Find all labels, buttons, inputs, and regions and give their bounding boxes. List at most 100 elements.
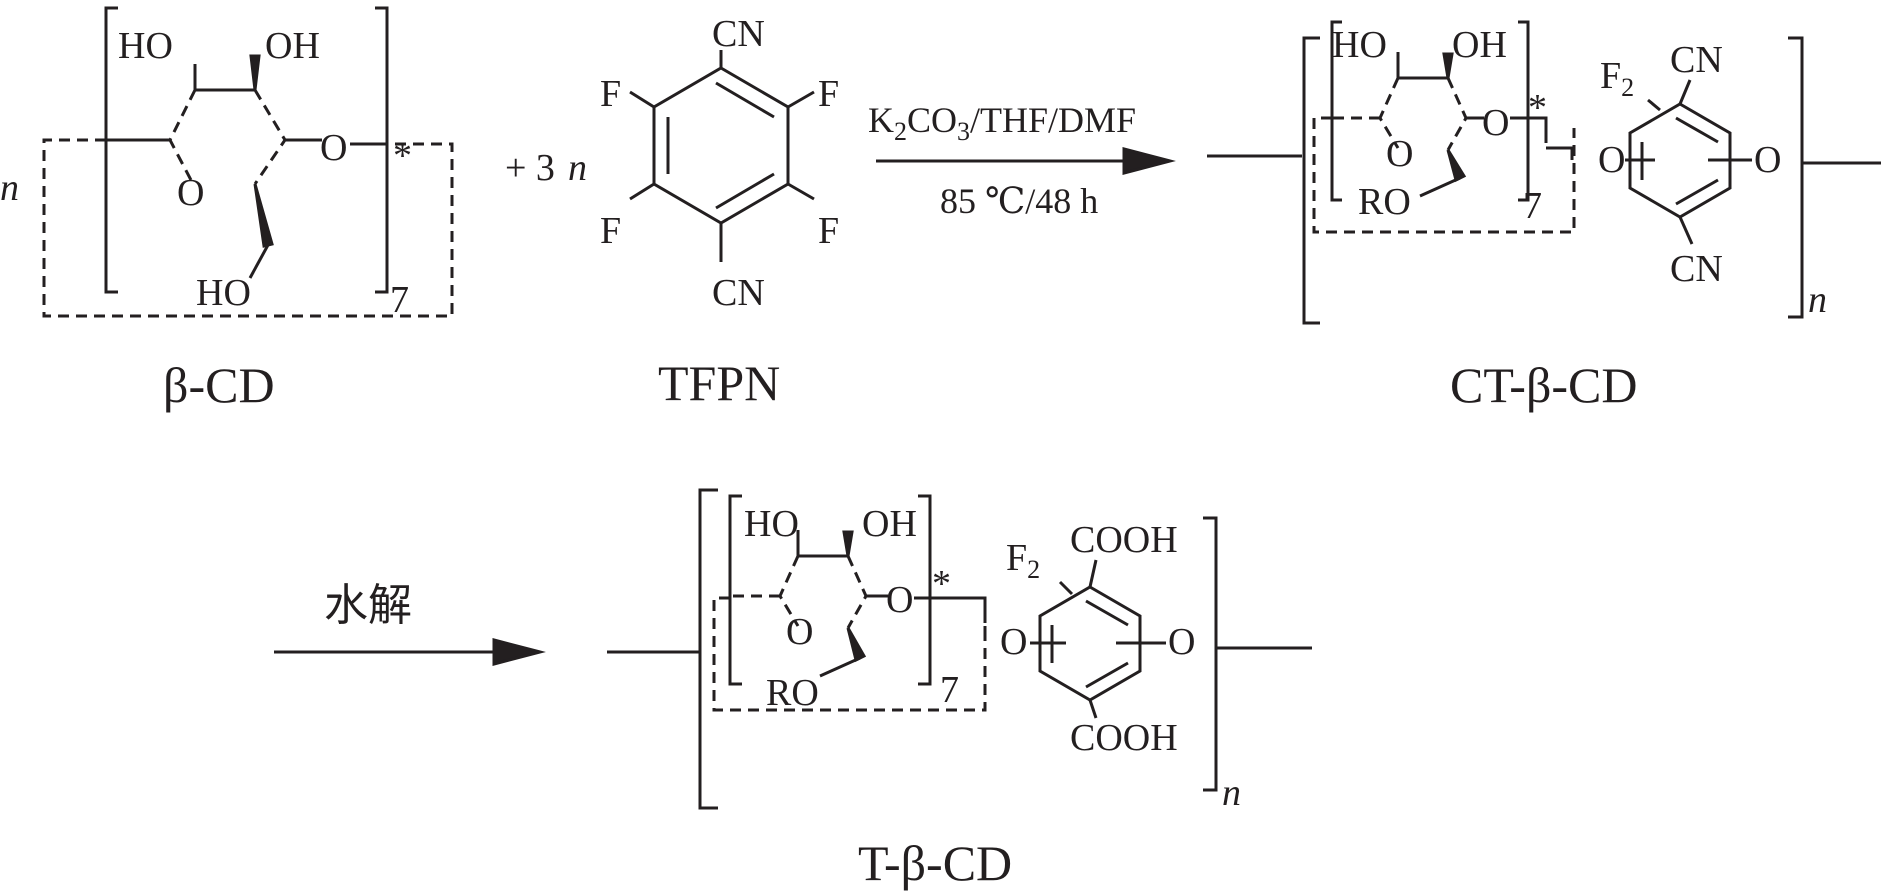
ct-benzene-dbl-1 xyxy=(1675,116,1719,144)
coeff-n: n xyxy=(568,147,587,189)
oh-label-top: OH xyxy=(265,25,320,67)
outer-left-bracket xyxy=(1302,36,1320,325)
t-repeat-7: 7 xyxy=(940,669,959,711)
ring-left-dashed xyxy=(168,89,197,183)
ct-f2-bond xyxy=(1647,98,1661,112)
ct-repeat-n: n xyxy=(1808,279,1827,321)
glycosidic-o-label: O xyxy=(320,127,347,169)
f-bond-2 xyxy=(787,90,815,109)
t-cooh-bottom: COOH xyxy=(1070,717,1178,759)
ct-ro-label: RO xyxy=(1358,181,1411,223)
t-oh-wedge xyxy=(842,530,854,557)
ct-repeat-7: 7 xyxy=(1523,185,1542,227)
t-ro-label: RO xyxy=(766,672,819,714)
t-glyco-o: O xyxy=(886,579,913,621)
f-label-3: F xyxy=(600,210,621,252)
arrow-head-2 xyxy=(492,638,546,666)
t-ch2-bond xyxy=(819,656,861,678)
ch2oh-wedge xyxy=(253,183,274,248)
t-ch2-wedge xyxy=(846,627,867,663)
tfpn-name: TFPN xyxy=(658,355,780,411)
t-oh-label: OH xyxy=(862,503,917,545)
inner-right-bracket xyxy=(1518,20,1530,202)
t-ho-label: HO xyxy=(744,503,799,545)
ct-cn-bond-top xyxy=(1678,79,1692,105)
ho-label-top: HO xyxy=(118,25,173,67)
f-label-1: F xyxy=(600,73,621,115)
reaction-arrow-2: 水解 xyxy=(274,580,546,666)
t-cooh-bond-top xyxy=(1088,559,1098,588)
right-bracket xyxy=(375,6,389,294)
reaction-arrow-1: K2CO3/THF/DMF 85 ℃/48 h xyxy=(868,100,1176,221)
repeat-7-label: 7 xyxy=(390,279,409,321)
dashed-ring-closure xyxy=(42,138,454,318)
ct-cn-bottom: CN xyxy=(1670,248,1723,290)
ct-ring-right xyxy=(1446,77,1468,151)
ct-ho-label: HO xyxy=(1332,24,1387,66)
oh-wedge xyxy=(249,54,261,91)
t-f2-bond xyxy=(1058,580,1074,596)
f-label-4: F xyxy=(818,210,839,252)
ct-cn-top: CN xyxy=(1670,39,1723,81)
ct-ch2-bond xyxy=(1419,176,1461,198)
ct-beta-cd-structure: n 7 * HO OH O O RO O O CN CN xyxy=(1207,20,1881,413)
ct-dashed-closure xyxy=(1312,116,1576,234)
ct-ring-o: O xyxy=(1386,133,1413,175)
t-o-link xyxy=(914,596,987,608)
left-bracket xyxy=(104,6,118,294)
ct-glyco-o: O xyxy=(1482,102,1509,144)
t-ring-right xyxy=(846,555,868,629)
t-benzene-dbl-2 xyxy=(1085,661,1129,689)
t-ring-o: O xyxy=(786,611,813,653)
outer-right-bracket xyxy=(1788,36,1804,319)
t-cooh-bond-bottom xyxy=(1088,699,1098,719)
coeff-plus-3: + 3 xyxy=(505,147,555,189)
benzene-ring xyxy=(652,66,790,225)
t-aryl-o-right: O xyxy=(1168,621,1195,663)
t-inner-left-bracket xyxy=(728,494,742,686)
ct-benzene-dbl-2 xyxy=(1675,178,1719,206)
ring-double-2 xyxy=(715,172,775,210)
f-bond-1 xyxy=(629,90,655,109)
ct-aryl-o-left: O xyxy=(1598,139,1625,181)
ct-ch2-wedge xyxy=(1446,149,1467,183)
t-beta-cd-name: T-β-CD xyxy=(858,835,1012,891)
f-bond-4 xyxy=(787,182,815,201)
ct-aryl-o-right: O xyxy=(1754,139,1781,181)
ring-o-label: O xyxy=(177,172,204,214)
ct-cn-bond-bottom xyxy=(1678,216,1694,245)
t-repeat-n: n xyxy=(1222,772,1241,814)
t-dashed-closure xyxy=(712,596,987,712)
ct-star: * xyxy=(1528,87,1547,129)
hydrolysis-label: 水解 xyxy=(324,580,412,631)
reagent-k: K2CO3/THF/DMF xyxy=(868,100,1136,146)
ct-oh-wedge xyxy=(1442,52,1454,79)
t-cooh-top: COOH xyxy=(1070,519,1178,561)
ct-oh-label: OH xyxy=(1452,24,1507,66)
conditions-temperature-time: 85 ℃/48 h xyxy=(940,181,1098,221)
f-label-2: F xyxy=(818,73,839,115)
beta-cd-name: β-CD xyxy=(163,357,275,413)
cn-label-bottom: CN xyxy=(712,272,765,314)
ct-beta-cd-name: CT-β-CD xyxy=(1450,357,1638,413)
inner-left-bracket xyxy=(1330,20,1342,202)
t-star: * xyxy=(932,563,951,605)
t-outer-left-bracket xyxy=(698,488,718,810)
ct-f2-label: F2 xyxy=(1600,55,1634,102)
f-bond-3 xyxy=(629,182,655,201)
tfpn-structure: CN CN F F F F TFPN xyxy=(600,13,839,411)
ch2oh-bond xyxy=(248,244,270,279)
t-outer-right-bracket xyxy=(1203,516,1218,792)
arrow-head-1 xyxy=(1122,147,1176,175)
t-benzene-dbl-1 xyxy=(1085,599,1129,627)
repeat-n-label: n xyxy=(0,167,19,209)
star-label: * xyxy=(393,135,412,177)
ring-right-dashed xyxy=(253,89,287,185)
t-beta-cd-structure: n 7 * HO OH O O RO O O COOH COOH xyxy=(607,488,1312,891)
t-f2-label: F2 xyxy=(1006,537,1040,584)
ct-o-link xyxy=(1510,116,1548,132)
t-aryl-o-left: O xyxy=(1000,621,1027,663)
ring-double-1 xyxy=(715,81,775,119)
ho-label-bottom: HO xyxy=(196,272,251,314)
